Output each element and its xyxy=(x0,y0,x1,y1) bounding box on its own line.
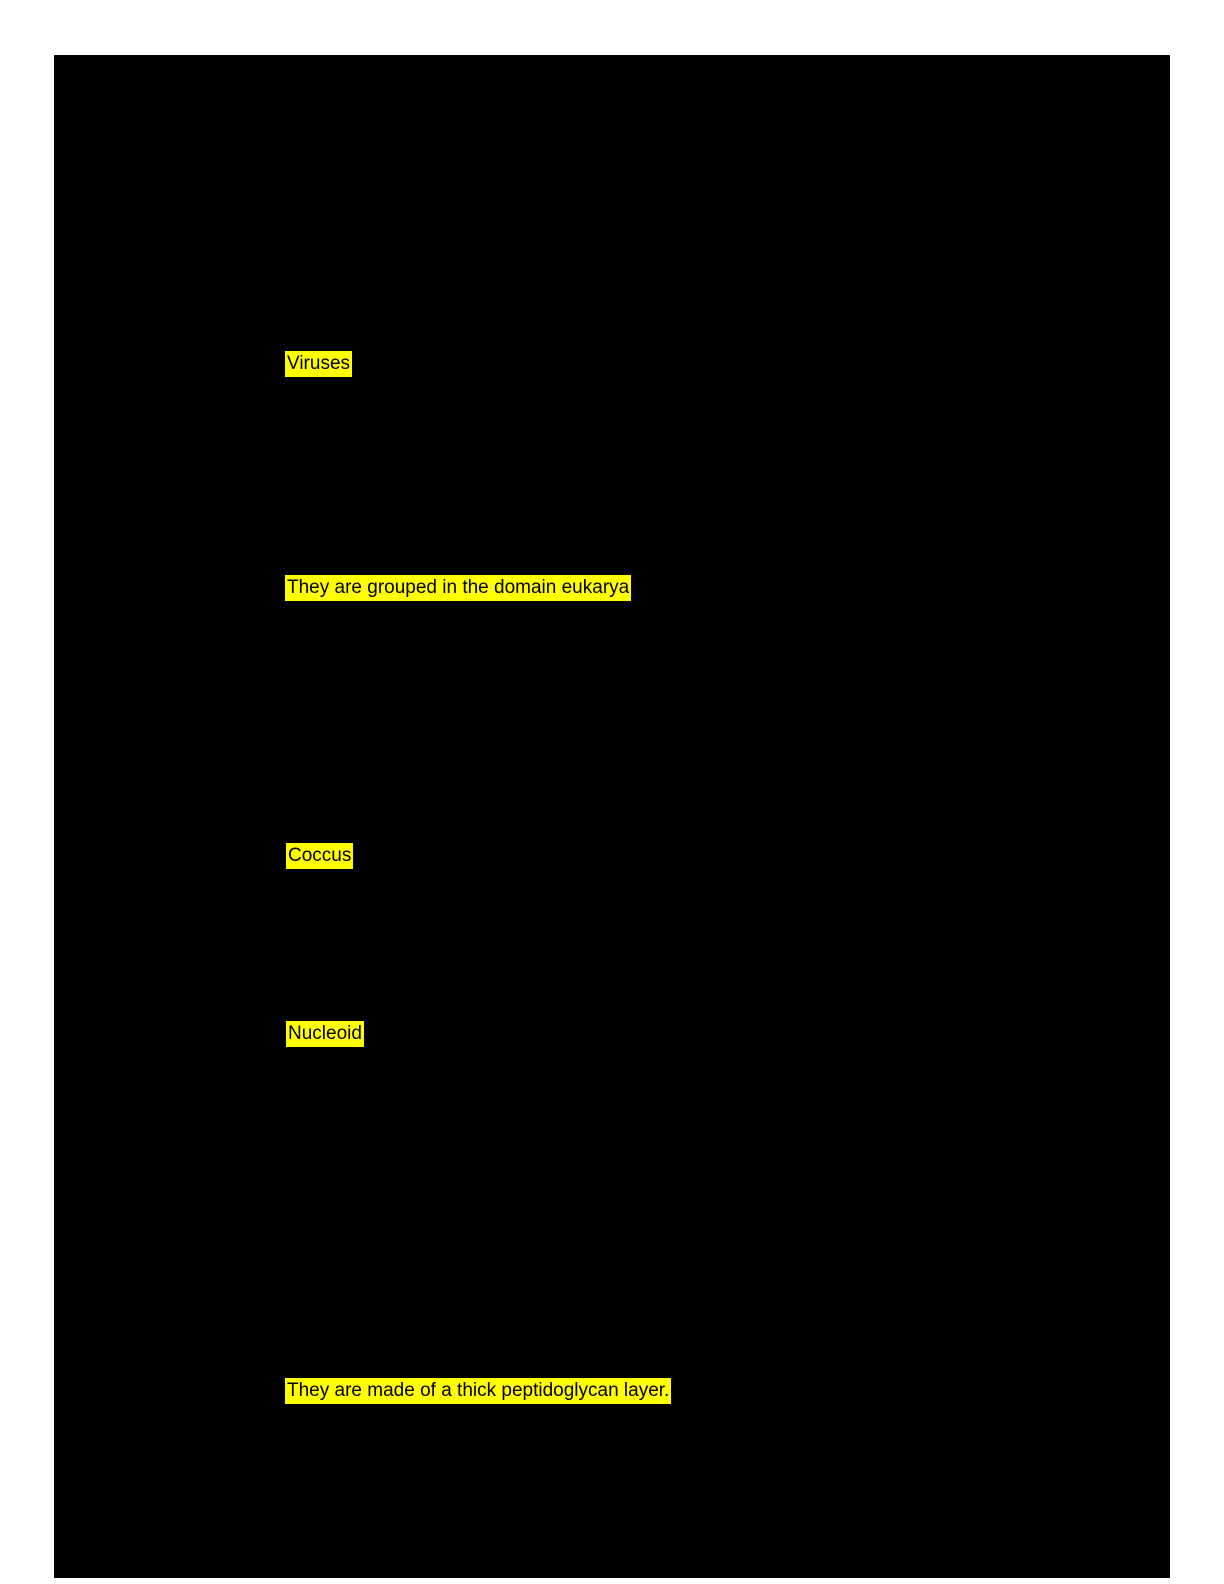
highlighted-answer-coccus: Coccus xyxy=(286,843,354,869)
highlighted-answer-nucleoid: Nucleoid xyxy=(286,1021,364,1047)
highlighted-answer-viruses: Viruses xyxy=(285,351,353,377)
document-page: Viruses They are grouped in the domain e… xyxy=(54,55,1170,1578)
highlighted-answer-peptidoglycan: They are made of a thick peptidoglycan l… xyxy=(285,1378,672,1404)
highlighted-answer-domain-eukarya: They are grouped in the domain eukarya xyxy=(285,575,632,601)
